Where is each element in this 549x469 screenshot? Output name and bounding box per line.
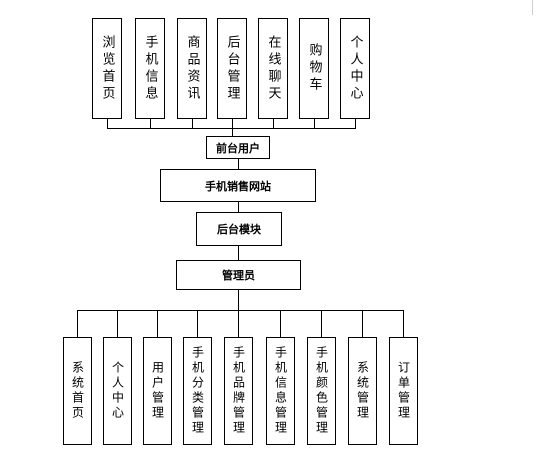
bottom-module-personal-center: 个人中心 bbox=[103, 337, 132, 445]
connector-line bbox=[192, 119, 193, 129]
connector-line bbox=[403, 310, 404, 337]
top-module-shopping-cart: 购物车 bbox=[299, 18, 329, 119]
top-module-label: 商品资讯 bbox=[184, 34, 200, 103]
top-module-label: 购物车 bbox=[306, 43, 322, 94]
backend-module-box: 后台模块 bbox=[196, 212, 282, 246]
connector-bus-top bbox=[107, 128, 356, 129]
top-module-backend-management: 后台管理 bbox=[217, 18, 247, 119]
connector-bus-bottom bbox=[77, 310, 404, 311]
top-module-personal-center: 个人中心 bbox=[340, 18, 370, 119]
connector-line bbox=[238, 290, 239, 310]
top-module-product-news: 商品资讯 bbox=[177, 18, 207, 119]
bottom-module-label: 系统管理 bbox=[355, 361, 370, 421]
admin-label: 管理员 bbox=[222, 269, 255, 282]
bottom-module-system-home: 系统首页 bbox=[63, 337, 92, 445]
connector-line bbox=[238, 202, 239, 212]
bottom-module-phone-category-management: 手机分类管理 bbox=[183, 337, 212, 445]
bottom-module-order-management: 订单管理 bbox=[389, 337, 418, 445]
top-module-label: 在线聊天 bbox=[265, 34, 281, 103]
top-module-label: 浏览首页 bbox=[99, 34, 115, 103]
top-module-label: 后台管理 bbox=[224, 34, 240, 103]
top-module-browse-home: 浏览首页 bbox=[92, 18, 122, 119]
page-edge-mark bbox=[532, 0, 533, 15]
connector-line bbox=[273, 119, 274, 129]
bottom-module-label: 系统首页 bbox=[70, 361, 85, 421]
bottom-module-label: 用户管理 bbox=[150, 361, 165, 421]
top-module-online-chat: 在线聊天 bbox=[258, 18, 288, 119]
bottom-module-label: 手机品牌管理 bbox=[231, 346, 246, 436]
bottom-module-label: 手机分类管理 bbox=[190, 346, 205, 436]
bottom-module-label: 订单管理 bbox=[396, 361, 411, 421]
connector-line bbox=[362, 310, 363, 337]
bottom-module-label: 手机颜色管理 bbox=[314, 346, 329, 436]
connector-line bbox=[238, 246, 239, 260]
connector-line bbox=[77, 310, 78, 337]
connector-line bbox=[150, 119, 151, 129]
front-user-label: 前台用户 bbox=[216, 141, 260, 155]
connector-line bbox=[280, 310, 281, 337]
site-box: 手机销售网站 bbox=[160, 169, 316, 202]
bottom-module-label: 手机信息管理 bbox=[273, 346, 288, 436]
top-module-label: 个人中心 bbox=[347, 34, 363, 103]
connector-line bbox=[355, 119, 356, 129]
backend-module-label: 后台模块 bbox=[217, 223, 261, 236]
bottom-module-user-management: 用户管理 bbox=[143, 337, 172, 445]
top-module-label: 手机信息 bbox=[142, 34, 158, 103]
connector-line bbox=[238, 159, 239, 169]
admin-box: 管理员 bbox=[176, 260, 301, 290]
bottom-module-phone-info-management: 手机信息管理 bbox=[266, 337, 295, 445]
connector-line bbox=[117, 310, 118, 337]
connector-line bbox=[238, 310, 239, 337]
connector-line bbox=[107, 119, 108, 129]
bottom-module-label: 个人中心 bbox=[110, 361, 125, 421]
bottom-module-phone-brand-management: 手机品牌管理 bbox=[224, 337, 253, 445]
connector-line bbox=[157, 310, 158, 337]
connector-line bbox=[232, 119, 233, 136]
connector-line bbox=[197, 310, 198, 337]
top-module-phone-info: 手机信息 bbox=[135, 18, 165, 119]
connector-line bbox=[314, 119, 315, 129]
bottom-module-system-management: 系统管理 bbox=[348, 337, 377, 445]
site-label: 手机销售网站 bbox=[205, 179, 271, 193]
front-user-box: 前台用户 bbox=[206, 136, 270, 159]
connector-line bbox=[321, 310, 322, 337]
bottom-module-phone-color-management: 手机颜色管理 bbox=[307, 337, 336, 445]
